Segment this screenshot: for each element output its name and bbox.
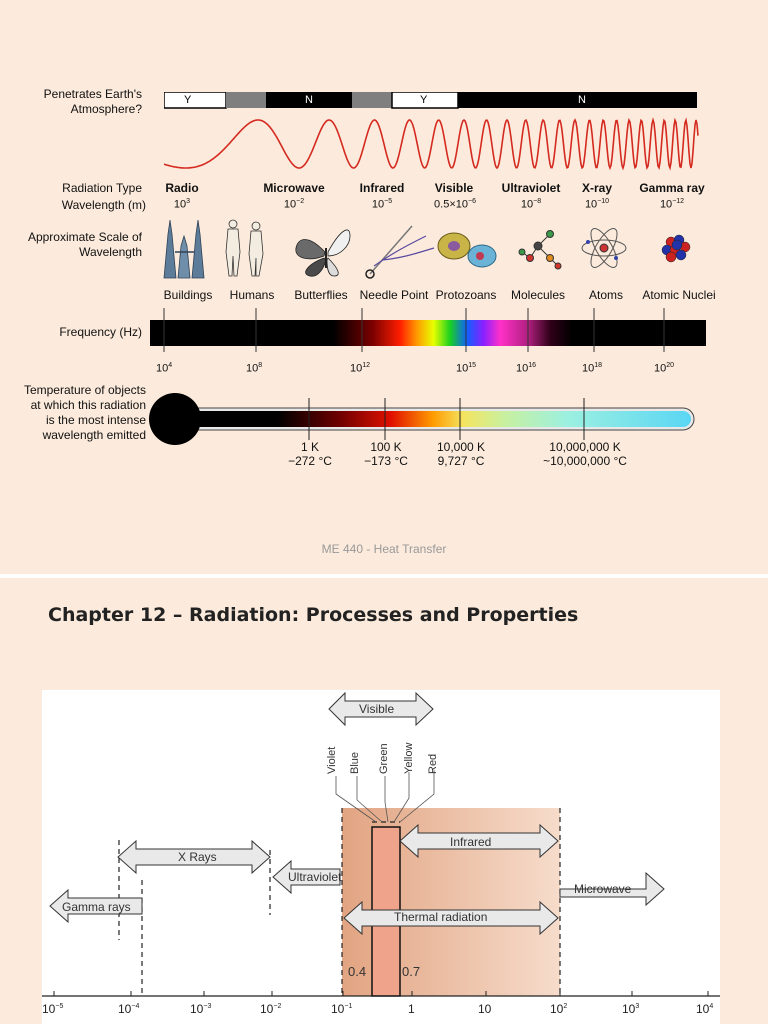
temperature-mark-1: 1 K−272 °C	[288, 440, 332, 468]
atmosphere-segment-1: Y	[184, 94, 192, 106]
axis-tick-3: 10−3	[190, 1002, 212, 1016]
scale-atomic-nuclei: Atomic Nuclei	[642, 288, 716, 302]
axis-tick-7: 10	[478, 1002, 492, 1016]
color-violet: Violet	[326, 746, 338, 774]
type-radio: Radio	[165, 181, 199, 195]
wavelength-microwave: 10−2	[283, 198, 305, 211]
slide-spectrum-infographic: Penetrates Earth's Atmosphere? Y N Y N R…	[23, 87, 716, 556]
visible-upper-bound: 0.7	[402, 964, 421, 979]
axis-tick-5: 10−1	[331, 1002, 353, 1016]
footer: ME 440 - Heat Transfer	[321, 542, 447, 556]
needle-point-icon	[365, 225, 435, 279]
temperature-mark-2: 100 K−173 °C	[364, 440, 408, 468]
wavelength-ultraviolet: 10−8	[520, 198, 542, 211]
atmosphere-bar	[164, 92, 697, 109]
type-infrared: Infrared	[359, 181, 405, 195]
frequency-tick-4: 1015	[456, 362, 477, 375]
atmosphere-segment-2: N	[305, 94, 313, 106]
color-green: Green	[378, 743, 390, 774]
scale-needle-point: Needle Point	[359, 288, 429, 302]
scale-molecules: Molecules	[510, 288, 566, 302]
radiation-type-label: Radiation Type	[62, 181, 142, 195]
axis-tick-2: 10−4	[118, 1002, 140, 1016]
color-red: Red	[427, 753, 439, 774]
axis-tick-4: 10−2	[260, 1002, 282, 1016]
thermometer	[149, 393, 695, 445]
spectrum-diagram: Visible Violet Blue Green Yellow Red X R…	[42, 690, 720, 1024]
scale-protozoans: Protozoans	[435, 288, 497, 302]
type-xray: X-ray	[581, 181, 613, 195]
temperature-label: Temperature of objects at which this rad…	[23, 383, 146, 442]
visible-label: Visible	[359, 702, 395, 716]
type-ultraviolet: Ultraviolet	[501, 181, 561, 195]
axis-tick-10: 104	[696, 1002, 714, 1016]
band-gamma-rays: Gamma rays	[62, 900, 131, 914]
frequency-tick-1: 104	[156, 362, 173, 375]
scale-atoms: Atoms	[588, 288, 623, 302]
band-infrared: Infrared	[450, 835, 492, 849]
type-microwave: Microwave	[263, 181, 325, 195]
temperature-mark-4: 10,000,000 K~10,000,000 °C	[543, 440, 627, 468]
band-thermal-radiation: Thermal radiation	[394, 910, 488, 924]
frequency-tick-2: 108	[246, 362, 263, 375]
band-microwave: Microwave	[574, 882, 632, 896]
scale-butterflies: Butterflies	[294, 288, 348, 302]
atmosphere-segment-4: N	[578, 94, 586, 106]
atomic-nucleus-icon	[661, 234, 691, 263]
visible-lower-bound: 0.4	[348, 964, 367, 979]
frequency-bar	[150, 308, 706, 352]
wavelength-gamma-ray: 10−12	[659, 198, 685, 211]
atom-icon	[581, 228, 627, 268]
wavelength-infrared: 10−5	[371, 198, 393, 211]
slide-separator	[0, 574, 768, 578]
scale-buildings: Buildings	[163, 288, 213, 302]
color-blue: Blue	[349, 751, 361, 774]
frequency-tick-3: 1012	[350, 362, 371, 375]
axis-tick-8: 102	[550, 1002, 568, 1016]
type-gamma-ray: Gamma ray	[639, 181, 705, 195]
axis-tick-1: 10−5	[42, 1002, 64, 1016]
wavelength-visible: 0.5×10−6	[434, 198, 476, 211]
chapter-title: Chapter 12 – Radiation: Processes and Pr…	[48, 604, 579, 626]
humans-icon	[225, 219, 264, 277]
molecules-icon	[518, 230, 562, 270]
scale-illustrations	[163, 219, 691, 279]
frequency-tick-7: 1020	[654, 362, 675, 375]
butterfly-icon	[295, 229, 351, 277]
atmosphere-segment-3: Y	[420, 94, 428, 106]
wavelength-xray: 10−10	[584, 198, 610, 211]
frequency-tick-5: 1016	[516, 362, 537, 375]
scale-humans: Humans	[229, 288, 275, 302]
spectrum-diagram-graphic	[42, 691, 720, 997]
wavelength-radio: 103	[173, 198, 191, 211]
wavelength-label: Wavelength (m)	[61, 198, 146, 212]
frequency-tick-6: 1018	[582, 362, 603, 375]
band-ultraviolet: Ultraviolet	[288, 870, 342, 884]
protozoans-icon	[437, 232, 497, 268]
wave-graphic	[164, 117, 699, 171]
slide-chapter-12: Chapter 12 – Radiation: Processes and Pr…	[0, 578, 768, 1024]
band-xrays: X Rays	[178, 850, 217, 864]
axis-tick-6: 1	[408, 1002, 415, 1016]
frequency-label: Frequency (Hz)	[59, 325, 142, 339]
atmosphere-label: Penetrates Earth's Atmosphere?	[43, 87, 142, 116]
axis-tick-9: 103	[622, 1002, 640, 1016]
buildings-icon	[163, 219, 205, 279]
color-yellow: Yellow	[403, 742, 415, 774]
type-visible: Visible	[434, 181, 474, 195]
scale-label: Approximate Scale of Wavelength	[27, 230, 142, 259]
